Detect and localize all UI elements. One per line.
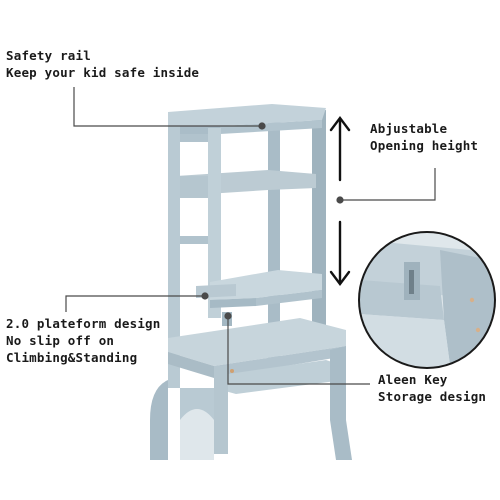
stool-back-leg: [330, 346, 352, 460]
standing-platform-front: [210, 298, 256, 308]
callout-lines: [65, 87, 436, 385]
platform-title: 2.0 plateform design: [6, 316, 161, 331]
adjust-callout-line: [340, 168, 436, 201]
key-callout-dot: [224, 312, 232, 320]
zoom-border: [358, 231, 496, 369]
zoom-latch-slot: [409, 270, 414, 294]
double-arrow-icon: [329, 116, 351, 286]
adjust-callout-dot: [336, 196, 344, 204]
key-screw: [230, 369, 234, 373]
safety-rail-side: [220, 120, 322, 134]
adjustable-height-subtitle: Opening height: [370, 138, 479, 153]
zoom-screw-2: [475, 327, 481, 333]
step-side-edge: [214, 346, 346, 378]
key-storage-subtitle: Storage design: [378, 389, 487, 404]
lower-step: [214, 360, 344, 394]
magnifier-circle-icon: [358, 231, 496, 369]
safety-callout-dot: [258, 122, 266, 130]
safety-rail-subtitle: Keep your kid safe inside: [6, 65, 200, 80]
zoom-screw-1: [469, 297, 475, 303]
zoom-rail-face: [360, 280, 444, 320]
learning-tower: [150, 104, 352, 460]
right-side-frame: [312, 110, 326, 342]
key-storage-callout: Aleen Key Storage design: [378, 371, 486, 405]
key-storage-title: Aleen Key: [378, 372, 448, 387]
adjustable-height-title: Abjustable: [370, 121, 448, 136]
key-callout-line: [227, 316, 370, 385]
arrow-up-head: [329, 116, 351, 132]
standing-platform-side: [256, 290, 322, 306]
standing-platform-top: [210, 270, 322, 300]
platform-callout-dot: [201, 292, 209, 300]
middle-side-slat: [180, 176, 208, 198]
step-front-edge: [168, 352, 214, 378]
base-left-arch: [150, 364, 168, 460]
step-top: [168, 318, 346, 366]
lower-side-slat: [180, 236, 208, 244]
safety-rail-front: [168, 126, 220, 134]
upper-side-slat: [180, 134, 208, 142]
stool-front-leg: [214, 366, 228, 454]
platform-callout: 2.0 plateform design No slip off on Clim…: [6, 315, 161, 366]
front-center-post: [208, 128, 221, 318]
platform-callout-line: [65, 295, 205, 312]
safety-callout-line: [73, 87, 262, 127]
platform-line-3: Climbing&Standing: [6, 350, 138, 365]
safety-rail-callout: Safety rail Keep your kid safe inside: [6, 47, 199, 81]
arrow-down-head: [329, 270, 351, 286]
platform-line-2: No slip off on: [6, 333, 115, 348]
safety-rail-top: [168, 104, 326, 126]
front-left-post: [168, 126, 180, 388]
safety-rail-title: Safety rail: [6, 48, 91, 63]
adjustable-height-callout: Abjustable Opening height: [370, 120, 478, 154]
base-arch-cutout: [180, 409, 214, 460]
